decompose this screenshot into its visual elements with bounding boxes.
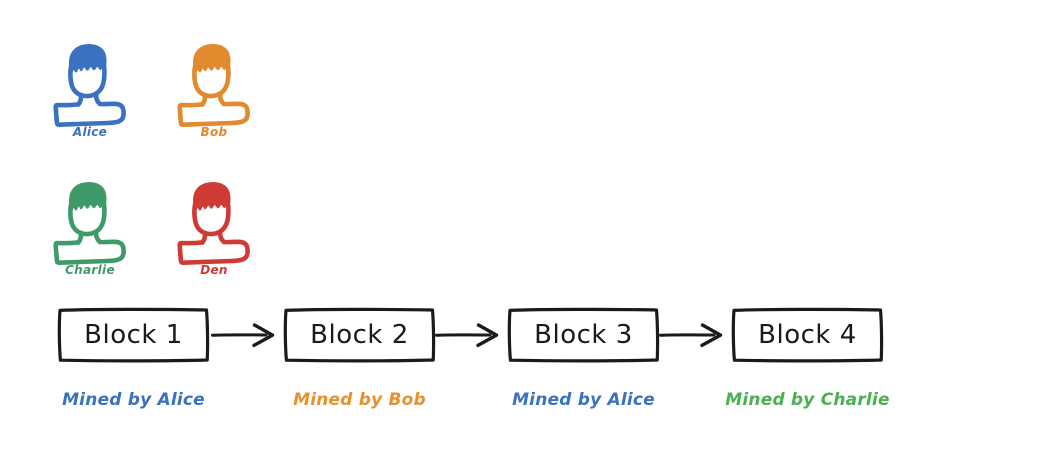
block-outline-svg bbox=[731, 307, 884, 363]
arrow-svg bbox=[435, 323, 499, 348]
participant-name-alice: Alice bbox=[72, 125, 108, 139]
participant-name-den: Den bbox=[200, 263, 228, 277]
block-3-label: Block 3 bbox=[534, 320, 633, 350]
person-icon-svg bbox=[53, 44, 126, 128]
block-outline-svg bbox=[57, 307, 210, 363]
person-icon-svg bbox=[177, 44, 250, 128]
participant-den[interactable]: Den bbox=[166, 171, 262, 289]
block-1[interactable]: Block 1 Mined by Alice bbox=[55, 306, 212, 410]
arrow-svg bbox=[659, 323, 723, 348]
block-2-label: Block 2 bbox=[310, 320, 409, 350]
arrow-2-3 bbox=[434, 320, 502, 350]
block-3[interactable]: Block 3 Mined by Alice bbox=[505, 306, 662, 410]
participant-alice[interactable]: Alice bbox=[42, 33, 138, 151]
block-4[interactable]: Block 4 Mined by Charlie bbox=[725, 306, 890, 410]
block-4-label: Block 4 bbox=[758, 320, 857, 350]
block-2[interactable]: Block 2 Mined by Bob bbox=[281, 306, 438, 410]
person-icon-svg bbox=[53, 182, 126, 266]
participant-charlie[interactable]: Charlie bbox=[42, 171, 138, 289]
person-icon-svg bbox=[177, 182, 250, 266]
block-2-miner-caption: Mined by Bob bbox=[293, 390, 426, 410]
block-4-miner-caption: Mined by Charlie bbox=[725, 390, 890, 410]
participant-name-charlie: Charlie bbox=[65, 263, 115, 277]
block-3-miner-caption: Mined by Alice bbox=[512, 390, 655, 410]
block-outline-svg bbox=[507, 307, 660, 363]
block-outline-svg bbox=[283, 307, 436, 363]
block-1-label: Block 1 bbox=[84, 320, 183, 350]
arrow-svg bbox=[211, 323, 275, 348]
arrow-3-4 bbox=[658, 320, 726, 350]
participant-name-bob: Bob bbox=[200, 125, 228, 139]
block-1-miner-caption: Mined by Alice bbox=[62, 390, 205, 410]
arrow-1-2 bbox=[210, 320, 278, 350]
participant-bob[interactable]: Bob bbox=[166, 33, 262, 151]
